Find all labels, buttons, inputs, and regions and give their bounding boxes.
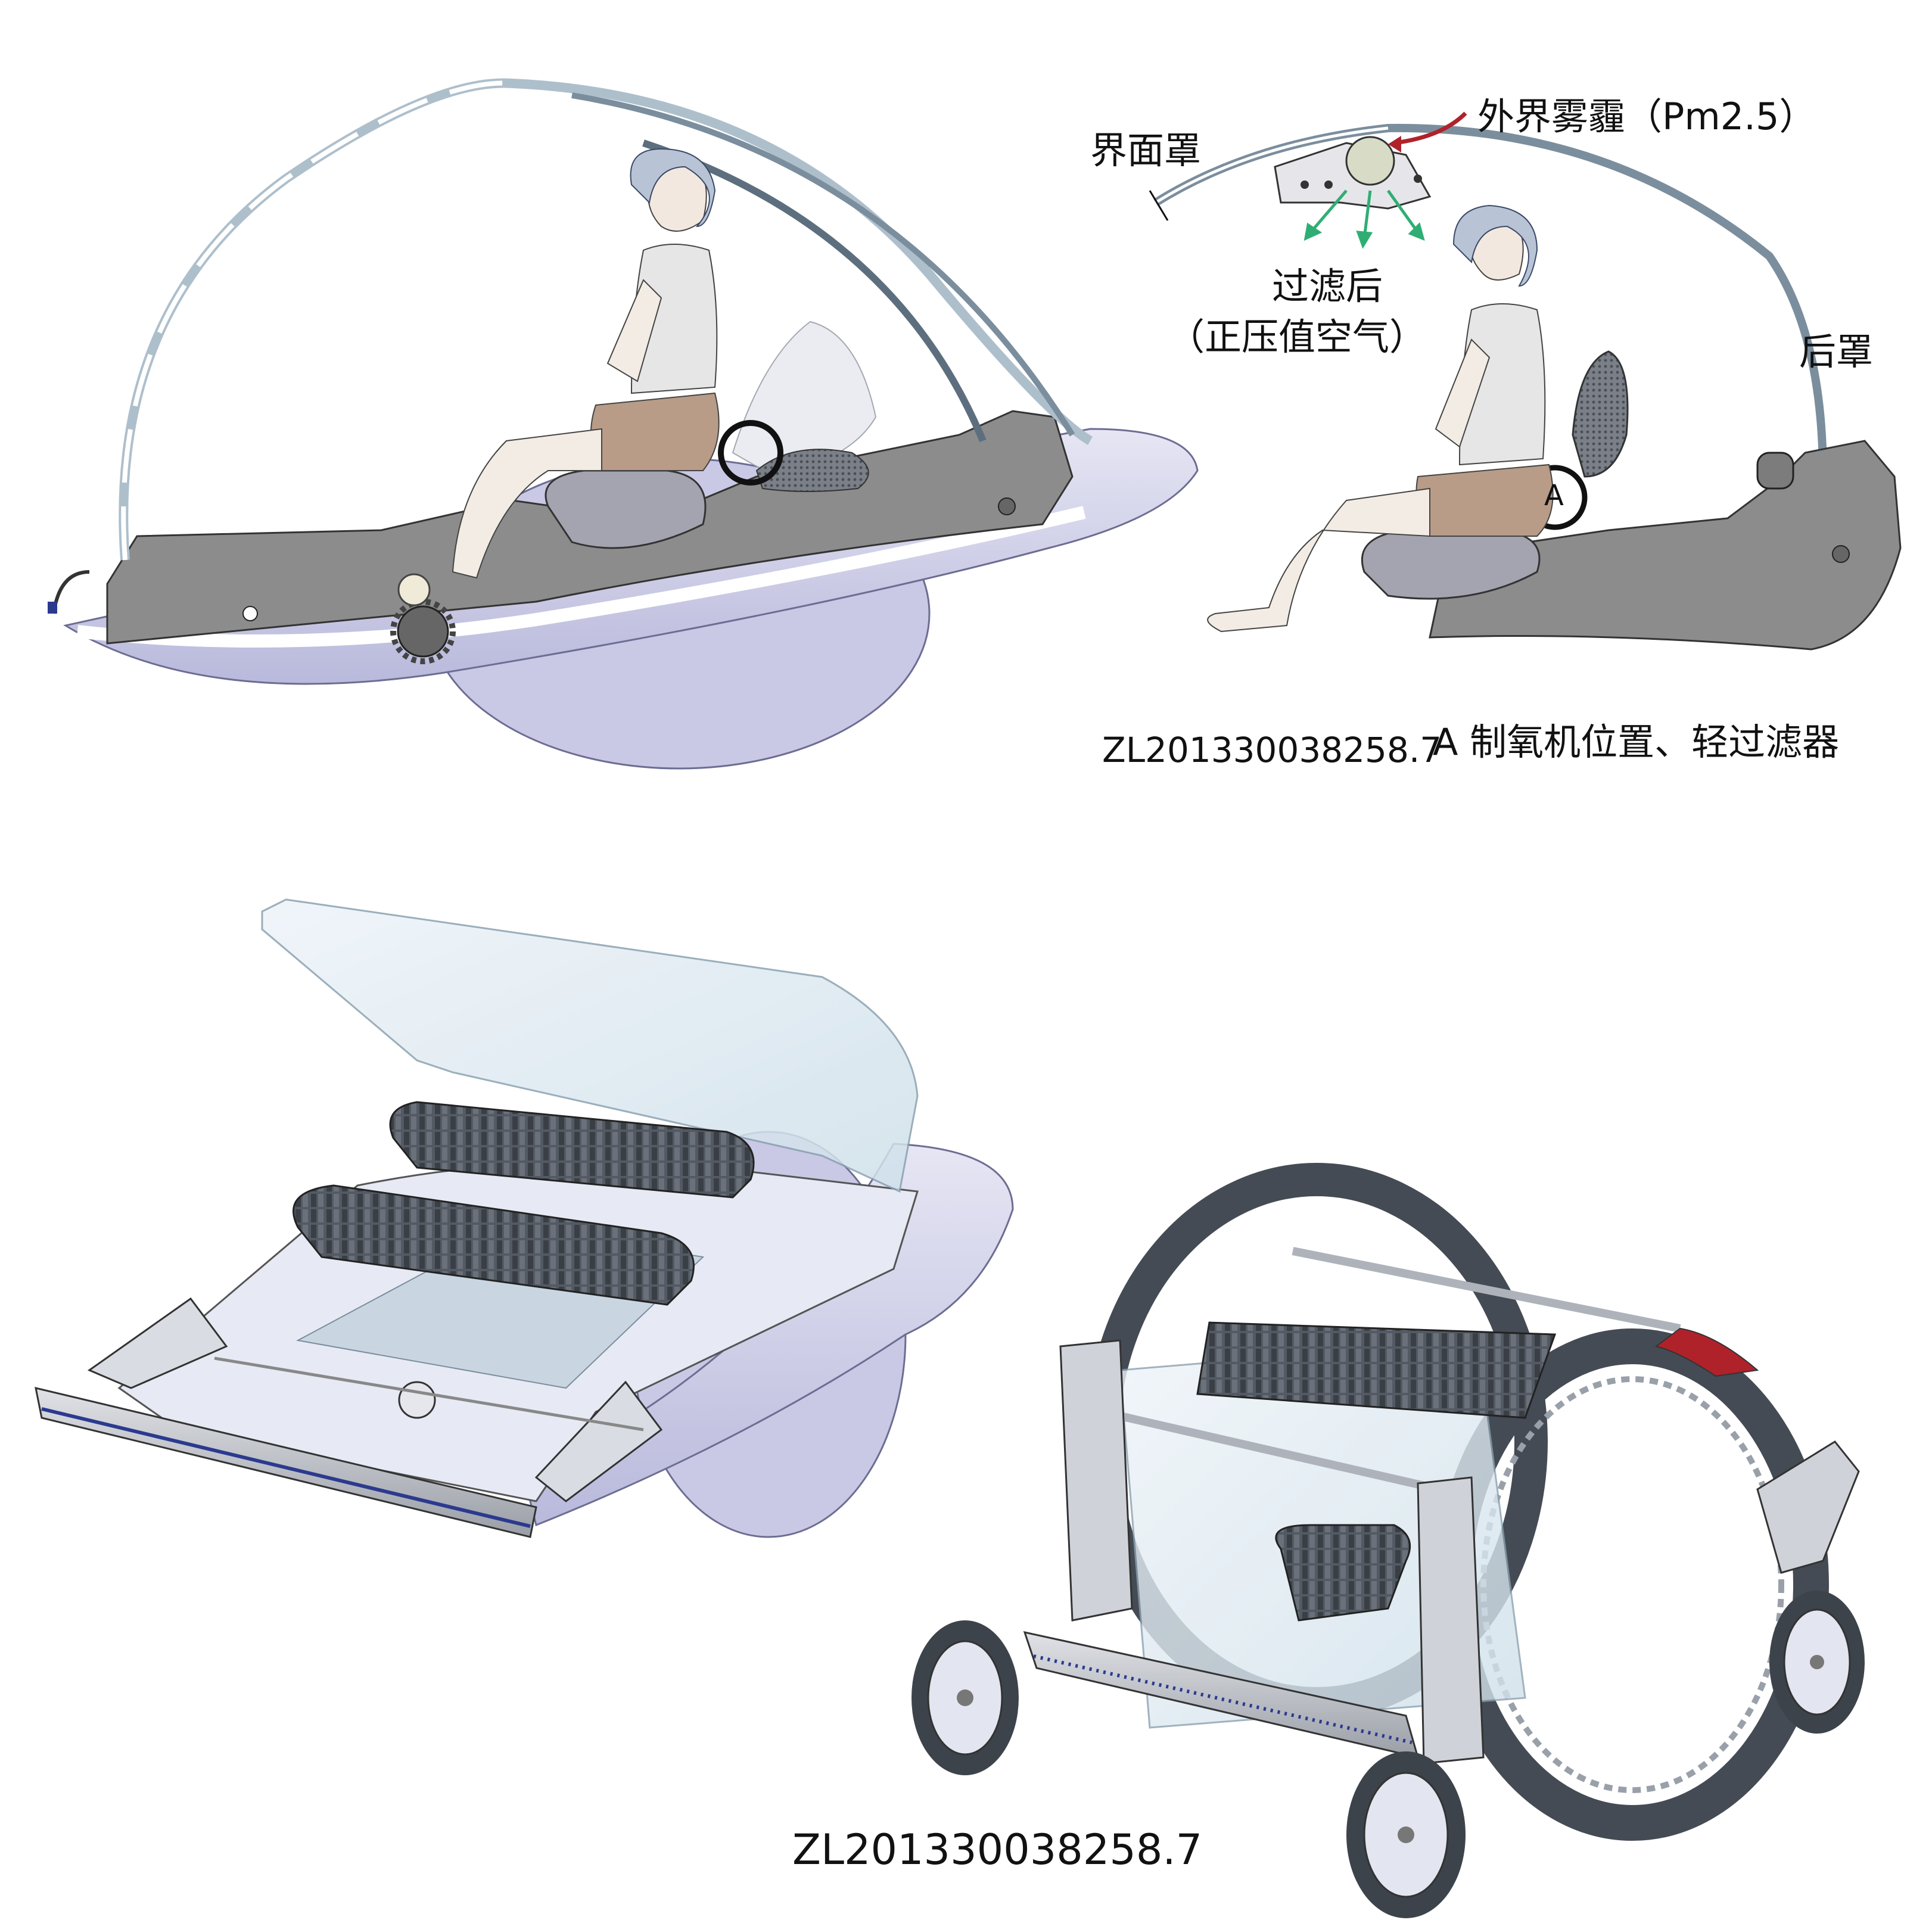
label-oxygen-filter-note: A 制氧机位置、轻过滤器: [1433, 720, 1840, 764]
label-outside-haze: 外界雾霾（Pm2.5）: [1477, 95, 1816, 138]
iso-blue-strip: [41, 1407, 531, 1528]
frame-bolt-icon: [998, 497, 1016, 515]
roof-tread: [1196, 1321, 1557, 1419]
iso-front-beam: [35, 1386, 537, 1538]
front-hook: [52, 570, 90, 614]
iso-right-bracket: [534, 1380, 663, 1502]
label-patent-top: ZL201330038258.7: [1102, 730, 1442, 770]
rear-cover-rail: [571, 92, 1075, 437]
hull-highlight: [76, 506, 1086, 648]
iso-glass-canopy: [261, 898, 919, 1193]
left-pillar: [1059, 1339, 1133, 1622]
cover-highlight: [1155, 126, 1389, 204]
person-figure: [452, 148, 720, 579]
mesh-cushion: [755, 449, 869, 492]
bottom-left-iso-view: [35, 898, 1014, 1538]
inner-treads: [1275, 1524, 1411, 1622]
seat-right: [1361, 529, 1541, 600]
right-pillar: [1417, 1476, 1485, 1765]
leader-line-cover: [1149, 190, 1169, 221]
rear-red-handle: [1654, 1327, 1759, 1377]
inner-rail: [642, 139, 987, 443]
front-left-caster-wheel-icon: [911, 1620, 1019, 1775]
person-figure-right: [1207, 204, 1554, 633]
filter-element-icon: [1345, 136, 1395, 186]
label-patent-bottom: ZL201330038258.7: [792, 1825, 1203, 1874]
filtered-air-arrows: [1303, 189, 1425, 249]
rear-caster-wheel-icon: [1769, 1591, 1865, 1734]
rear-bolt-icon: [1832, 545, 1850, 563]
label-rear-cover: 后罩: [1799, 330, 1874, 374]
rear-arm: [1756, 1440, 1860, 1574]
haze-arrowhead-icon: [1388, 136, 1401, 153]
iso-steering-knob-icon: [398, 1381, 436, 1419]
iso-cross-rod: [214, 1356, 644, 1432]
bottom-right-iso-view: [911, 1163, 1865, 1918]
dome-highlight: [121, 80, 513, 561]
top-left-side-view: [48, 78, 1199, 770]
filter-housing: [1274, 136, 1432, 210]
front-beam-lights: [1033, 1654, 1413, 1744]
label-after-filter: 过滤后: [1272, 265, 1383, 308]
iso-front-treads: [293, 1184, 695, 1306]
haze-inflow-arrow: [1393, 111, 1467, 145]
frame-hole-icon: [242, 606, 258, 621]
seat: [545, 469, 707, 549]
rear-hinge: [1756, 452, 1794, 490]
label-marker-a: A: [1544, 479, 1564, 512]
front-right-caster-wheel-icon: [1346, 1751, 1466, 1918]
label-positive-pressure-air: （正压值空气）: [1168, 315, 1427, 359]
steering-ring-icon: [718, 420, 783, 486]
mesh-backrest: [1572, 350, 1629, 478]
top-rail-left: [1101, 1408, 1467, 1499]
top-rail-right: [1292, 1247, 1681, 1333]
rear-frame: [1429, 440, 1902, 651]
label-interface-cover: 界面罩: [1090, 129, 1202, 172]
iso-rear-treads: [389, 1101, 755, 1199]
iso-left-bracket: [87, 1297, 228, 1389]
gear-icon: [390, 573, 456, 664]
top-right-annotated-view: [1149, 111, 1902, 651]
front-light: [48, 602, 57, 614]
